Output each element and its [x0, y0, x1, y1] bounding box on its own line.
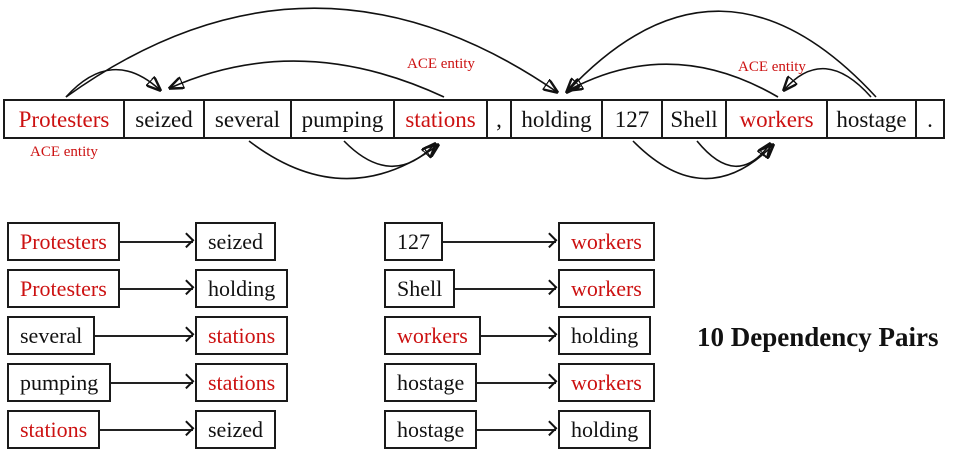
pair-to-box: holding — [558, 316, 652, 355]
pair-from-box: Protesters — [7, 222, 120, 261]
pair-arrow-icon — [95, 334, 193, 337]
pair-to-box: workers — [558, 222, 655, 261]
word-shell: Shell — [661, 99, 727, 139]
pair-arrow-icon — [477, 381, 556, 384]
pair-arrow-icon — [111, 381, 193, 384]
pair-arrow-icon — [119, 240, 193, 243]
pair-from-box: Shell — [384, 269, 456, 308]
arc-protesters-holding — [65, 7, 557, 98]
pair-arrow-icon — [455, 287, 556, 290]
pair-column-right: 127 workers Shell workers workers holdin… — [384, 222, 655, 457]
pair-arrow-icon — [480, 334, 556, 337]
arc-workers-holding — [569, 63, 779, 98]
dependency-pair: Shell workers — [384, 269, 655, 308]
arc-several-stations — [248, 140, 438, 180]
pair-to-box: workers — [558, 363, 655, 402]
pair-arrow-icon — [477, 428, 556, 431]
pair-from-box: workers — [384, 316, 481, 355]
word-hostage: hostage — [826, 99, 917, 139]
sentence-row: Protesters seized several pumping statio… — [3, 99, 945, 139]
pair-to-box: holding — [558, 410, 652, 449]
dependency-pair: workers holding — [384, 316, 655, 355]
pair-arrow-icon — [119, 287, 193, 290]
arc-127-workers — [632, 140, 773, 180]
pair-to-box: stations — [195, 363, 289, 402]
pair-from-box: Protesters — [7, 269, 120, 308]
arc-protesters-seized — [65, 68, 160, 98]
word-workers: workers — [725, 99, 828, 139]
word-seized: seized — [123, 99, 205, 139]
ace-entity-label-workers: ACE entity — [738, 59, 806, 75]
pair-to-box: holding — [195, 269, 289, 308]
pair-to-box: stations — [195, 316, 289, 355]
pairs-count-title: 10 Dependency Pairs — [697, 322, 939, 352]
dependency-pair: hostage holding — [384, 410, 655, 449]
pair-arrow-icon — [443, 240, 556, 243]
dependency-pair: pumping stations — [7, 363, 289, 402]
dependency-pair: several stations — [7, 316, 289, 355]
pair-column-left: Protesters seized Protesters holding sev… — [7, 222, 289, 457]
pair-from-box: hostage — [384, 410, 478, 449]
arc-stations-seized — [170, 60, 445, 98]
pair-from-box: stations — [7, 410, 101, 449]
word-stations: stations — [393, 99, 488, 139]
dependency-pair: hostage workers — [384, 363, 655, 402]
pair-from-box: hostage — [384, 363, 478, 402]
word-protesters: Protesters — [3, 99, 125, 139]
pair-from-box: pumping — [7, 363, 112, 402]
arc-hostage-holding — [567, 10, 877, 98]
dependency-pair: Protesters seized — [7, 222, 288, 261]
arc-pumping-stations — [343, 140, 435, 167]
arc-shell-workers — [696, 141, 770, 167]
ace-entity-label-stations: ACE entity — [407, 56, 475, 72]
word-comma: , — [486, 99, 512, 139]
word-127: 127 — [601, 99, 663, 139]
pair-to-box: workers — [558, 269, 655, 308]
ace-entity-label-protesters: ACE entity — [30, 144, 98, 160]
pair-from-box: several — [7, 316, 96, 355]
word-several: several — [203, 99, 292, 139]
pair-from-box: 127 — [384, 222, 443, 261]
dependency-pair: stations seized — [7, 410, 288, 449]
dependency-pair: 127 workers — [384, 222, 655, 261]
pair-to-box: seized — [195, 410, 276, 449]
pair-arrow-icon — [100, 428, 193, 431]
dependency-pair: Protesters holding — [7, 269, 289, 308]
word-period: . — [915, 99, 945, 139]
pair-to-box: seized — [195, 222, 276, 261]
word-holding: holding — [510, 99, 603, 139]
arc-hostage-workers — [784, 67, 872, 98]
word-pumping: pumping — [290, 99, 395, 139]
